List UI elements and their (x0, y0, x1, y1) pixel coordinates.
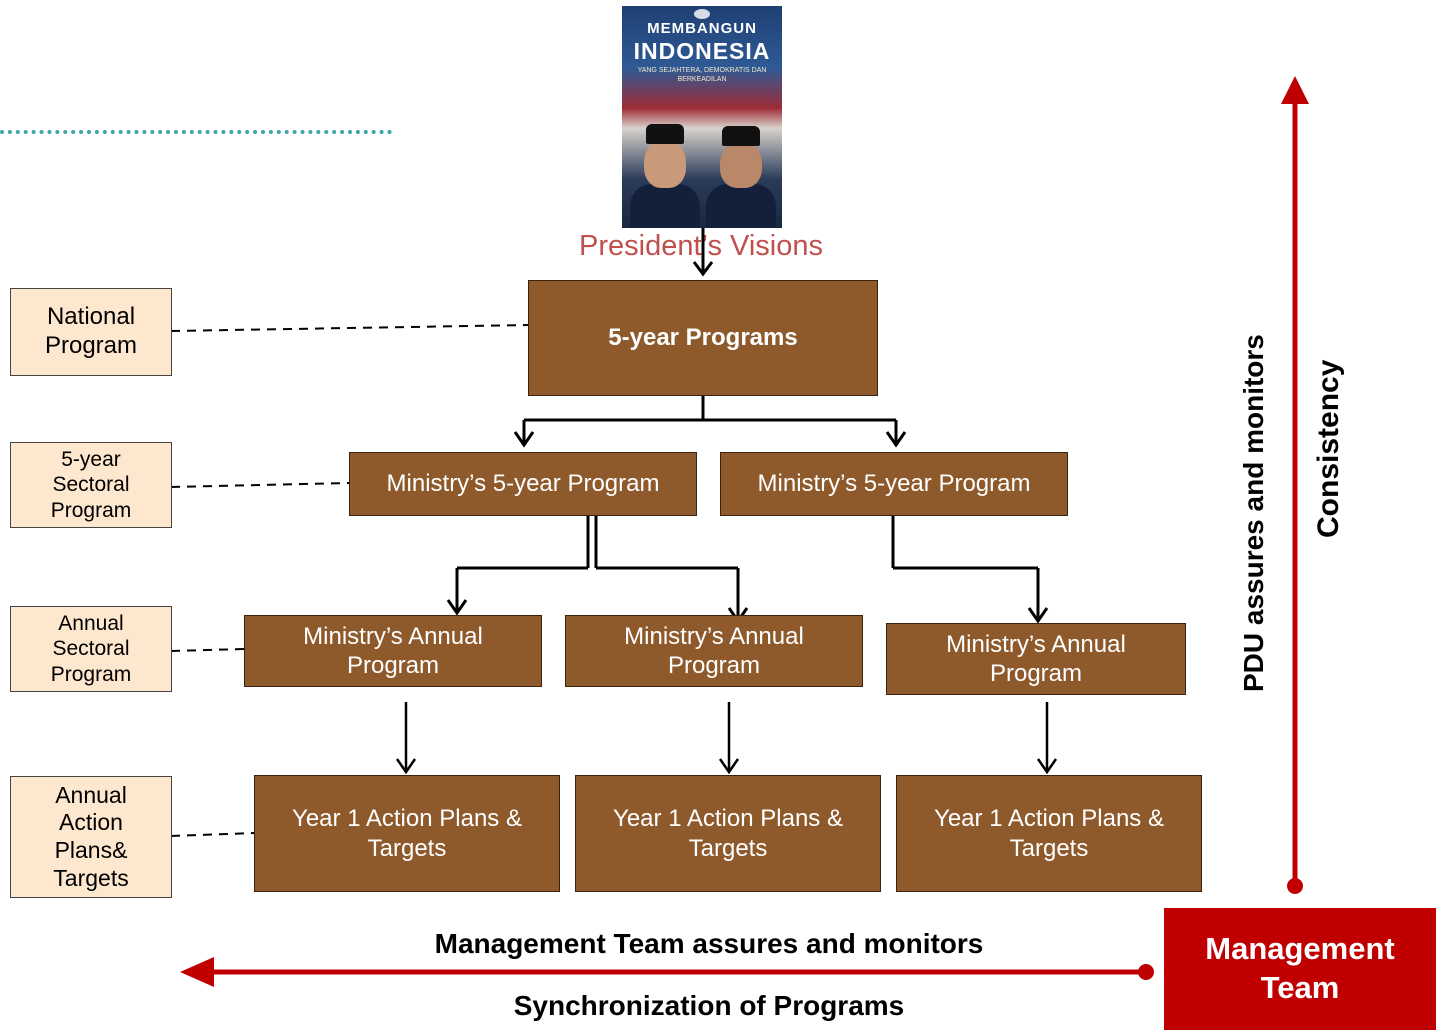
visions-arrow (692, 228, 714, 277)
action-plan-arrows (395, 702, 1058, 775)
person-right-face (720, 140, 762, 188)
person-right-figure (706, 184, 776, 228)
box-ministry-5year-program-1: Ministry’s 5-year Program (349, 452, 697, 516)
synchronization-caption: Synchronization of Programs (513, 990, 905, 1021)
box-ministry-annual-program-2: Ministry’s Annual Program (565, 615, 863, 687)
book-emblem-icon (694, 9, 710, 19)
level-dashed-lines (170, 324, 529, 837)
presidents-visions-caption: President’s Visions (579, 230, 823, 262)
decorative-dotted-line (0, 130, 392, 134)
box-5year-programs: 5-year Programs (528, 280, 878, 396)
book-cover-image: MEMBANGUN INDONESIA YANG SEJAHTERA, DEMO… (622, 6, 782, 228)
synchronization-red-arrow (180, 957, 1154, 987)
person-left-figure (630, 184, 700, 228)
level-label-annual-action-plans: Annual Action Plans& Targets (10, 776, 172, 898)
box-ministry-annual-program-3: Ministry’s Annual Program (886, 623, 1186, 695)
box-ministry-annual-program-1: Ministry’s Annual Program (244, 615, 542, 687)
box-year1-action-plans-1: Year 1 Action Plans & Targets (254, 775, 560, 892)
level-label-national-program: National Program (10, 288, 172, 376)
box-year1-action-plans-2: Year 1 Action Plans & Targets (575, 775, 881, 892)
branch-arrows-5year (513, 396, 907, 448)
box-ministry-5year-program-2: Ministry’s 5-year Program (720, 452, 1068, 516)
book-title-line2: INDONESIA (633, 38, 771, 64)
person-right-hat (722, 126, 760, 146)
book-subtitle: YANG SEJAHTERA, DEMOKRATIS DAN BERKEADIL… (637, 67, 767, 84)
person-left-face (644, 138, 686, 188)
consistency-red-arrow (1281, 76, 1309, 894)
consistency-caption: Consistency (1312, 359, 1345, 539)
book-title-line1: MEMBANGUN (647, 20, 757, 37)
management-team-box: Management Team (1164, 908, 1436, 1030)
pdu-monitors-caption: PDU assures and monitors (1238, 334, 1269, 692)
level-label-5year-sectoral-program: 5-year Sectoral Program (10, 442, 172, 528)
person-left-hat (646, 124, 684, 144)
branch-arrows-ministry2 (891, 516, 1049, 624)
box-year1-action-plans-3: Year 1 Action Plans & Targets (896, 775, 1202, 892)
management-monitors-caption: Management Team assures and monitors (434, 928, 984, 959)
branch-arrows-ministry1 (446, 516, 749, 624)
level-label-annual-sectoral-program: Annual Sectoral Program (10, 606, 172, 692)
